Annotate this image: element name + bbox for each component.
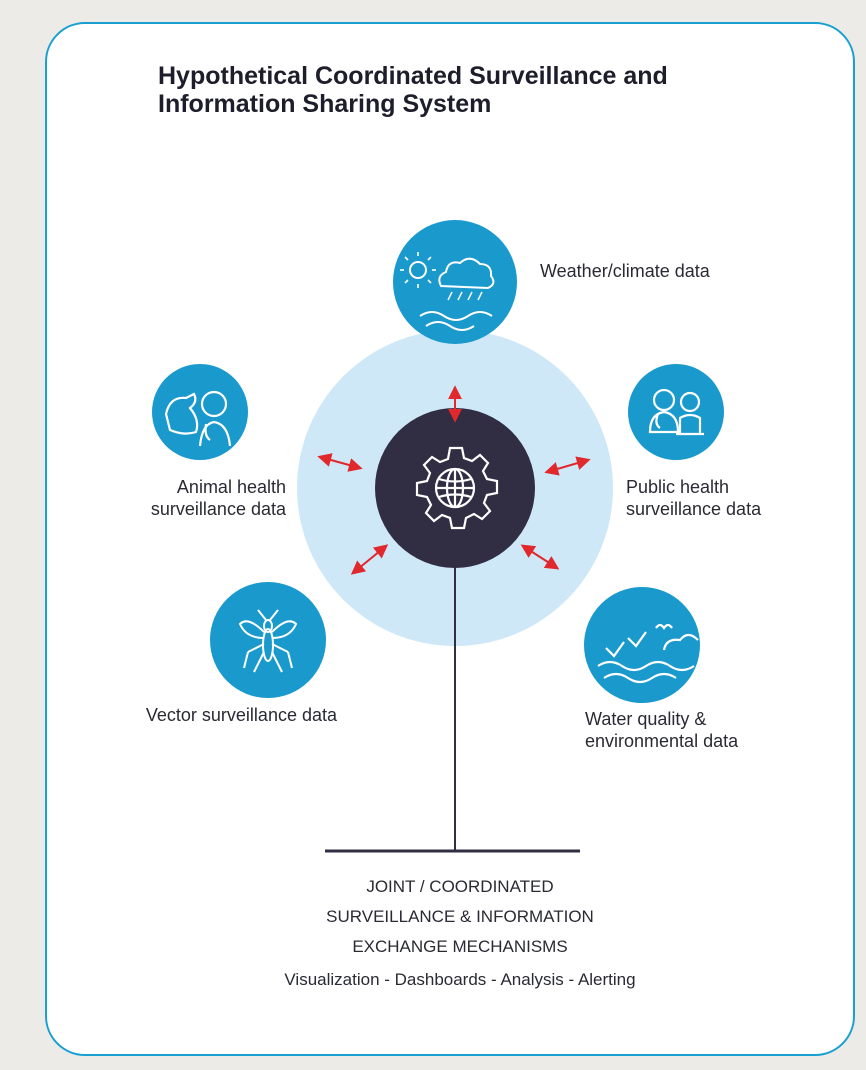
mosquito-icon (238, 609, 298, 673)
diagram-title: Hypothetical Coordinated Surveillance an… (158, 62, 668, 118)
public-health-label: Public health surveillance data (626, 477, 762, 519)
exchange-arrows (317, 385, 591, 575)
arrow-vector (350, 544, 389, 575)
gear-globe-icon (415, 446, 499, 530)
vector-node (210, 582, 326, 698)
weather-cloud-icon (400, 252, 495, 331)
weather-label: Weather/climate data (540, 261, 710, 281)
water-quality-node (584, 587, 700, 703)
footer-line-3: EXCHANGE MECHANISMS (352, 937, 568, 956)
arrow-animal (317, 453, 363, 472)
water-quality-label: Water quality & environmental data (585, 709, 739, 751)
veterinarian-dog-icon (164, 390, 232, 447)
arrow-water (520, 544, 560, 570)
water-birds-icon (597, 623, 699, 684)
footer-line-2: SURVEILLANCE & INFORMATION (326, 907, 594, 926)
arrow-public (544, 456, 591, 476)
animal-health-label: Animal health surveillance data (150, 477, 286, 519)
footer-line-4: Visualization - Dashboards - Analysis - … (284, 970, 636, 989)
doctor-patient-icon (648, 388, 704, 436)
animal-health-node (152, 364, 248, 460)
public-health-node (628, 364, 724, 460)
footer-line-1: JOINT / COORDINATED (366, 877, 554, 896)
vector-label: Vector surveillance data (145, 705, 337, 725)
weather-node (393, 220, 517, 344)
